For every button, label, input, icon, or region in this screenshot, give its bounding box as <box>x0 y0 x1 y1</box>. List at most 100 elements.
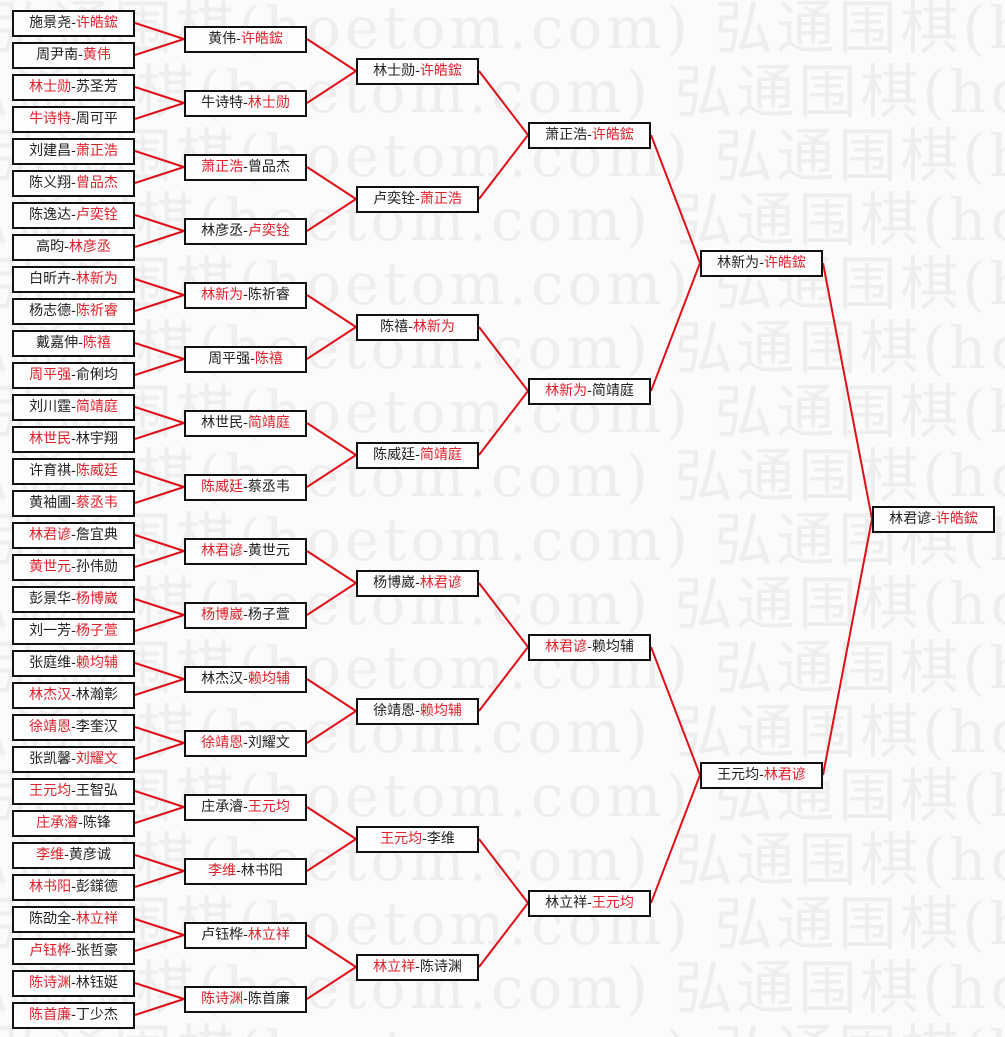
connector-line <box>134 150 185 168</box>
round-3-match[interactable]: 陈威廷-简靖庭 <box>356 442 479 469</box>
round-2-match[interactable]: 卢钰桦-林立祥 <box>184 922 307 949</box>
winner-name: 简靖庭 <box>75 399 118 415</box>
round-3-match[interactable]: 王元均-李维 <box>356 826 479 853</box>
round-2-match[interactable]: 林君谚-黄世元 <box>184 538 307 565</box>
round-1-match[interactable]: 庄承濬-陈锋 <box>12 810 135 837</box>
round-1-match[interactable]: 牛诗特-周可平 <box>12 106 135 133</box>
winner-name: 黄世元 <box>29 559 72 575</box>
final-match[interactable]: 林君谚-许皓鋐 <box>872 506 995 533</box>
round-1-match[interactable]: 陈逸达-卢奕铨 <box>12 202 135 229</box>
separator: - <box>71 751 76 767</box>
round-2-match[interactable]: 萧正浩-曾品杰 <box>184 154 307 181</box>
round-1-match[interactable]: 黄袖圃-蔡丞韦 <box>12 490 135 517</box>
winner-name: 林士勋 <box>247 95 290 111</box>
round-1-match[interactable]: 陈义翔-曾品杰 <box>12 170 135 197</box>
round-1-match[interactable]: 陈劭全-林立祥 <box>12 906 135 933</box>
round-2-match[interactable]: 黄伟-许皓鋐 <box>184 26 307 53</box>
separator: - <box>415 703 420 719</box>
round-4-match[interactable]: 林新为-简靖庭 <box>528 378 651 405</box>
round-1-match[interactable]: 刘川霆-简靖庭 <box>12 394 135 421</box>
round-1-match[interactable]: 张庭维-赖均辅 <box>12 650 135 677</box>
round-1-match[interactable]: 黄世元-孙伟勋 <box>12 554 135 581</box>
round-1-match[interactable]: 林世民-林宇翔 <box>12 426 135 453</box>
round-2-match[interactable]: 林杰汉-赖均辅 <box>184 666 307 693</box>
winner-name: 陈诗渊 <box>201 991 244 1007</box>
separator: - <box>931 511 936 527</box>
winner-name: 陈祈睿 <box>75 303 118 319</box>
separator: - <box>71 879 76 895</box>
round-3-match[interactable]: 陈禧-林新为 <box>356 314 479 341</box>
player-name: 林宇翔 <box>75 431 118 447</box>
winner-name: 简靖庭 <box>247 415 290 431</box>
player-name: 李奎汉 <box>75 719 118 735</box>
round-2-match[interactable]: 林彦丞-卢奕铨 <box>184 218 307 245</box>
round-1-match[interactable]: 张凯馨-刘耀文 <box>12 746 135 773</box>
connector-line <box>650 134 701 264</box>
round-1-match[interactable]: 林杰汉-林瀚彰 <box>12 682 135 709</box>
player-name: 简靖庭 <box>591 383 634 399</box>
separator: - <box>71 143 76 159</box>
round-1-match[interactable]: 卢钰桦-张哲豪 <box>12 938 135 965</box>
round-1-match[interactable]: 杨志德-陈祈睿 <box>12 298 135 325</box>
separator: - <box>71 623 76 639</box>
round-3-match[interactable]: 林立祥-陈诗渊 <box>356 954 479 981</box>
semifinal-match[interactable]: 林新为-许皓鋐 <box>700 250 823 277</box>
connector-line <box>134 726 185 744</box>
round-1-match[interactable]: 李维-黄彦诚 <box>12 842 135 869</box>
separator: - <box>250 351 255 367</box>
round-1-match[interactable]: 林书阳-彭鏼德 <box>12 874 135 901</box>
separator: - <box>243 799 248 815</box>
round-2-match[interactable]: 周平强-陈禧 <box>184 346 307 373</box>
round-1-match[interactable]: 周尹南-黄伟 <box>12 42 135 69</box>
player-name: 林书阳 <box>240 863 283 879</box>
separator: - <box>71 79 76 95</box>
winner-name: 王元均 <box>247 799 290 815</box>
round-1-match[interactable]: 徐靖恩-李奎汉 <box>12 714 135 741</box>
round-1-match[interactable]: 刘一芳-杨子萱 <box>12 618 135 645</box>
round-2-match[interactable]: 陈诗渊-陈首廉 <box>184 986 307 1013</box>
winner-name: 萧正浩 <box>419 191 462 207</box>
player-name: 黄彦诚 <box>68 847 111 863</box>
connector-line <box>478 646 529 712</box>
round-1-match[interactable]: 林君谚-詹宜典 <box>12 522 135 549</box>
round-1-match[interactable]: 林士勋-苏圣芳 <box>12 74 135 101</box>
round-3-match[interactable]: 林士勋-许皓鋐 <box>356 58 479 85</box>
round-2-match[interactable]: 庄承濬-王元均 <box>184 794 307 821</box>
winner-name: 林杰汉 <box>29 687 72 703</box>
round-1-match[interactable]: 陈诗渊-林钰娗 <box>12 970 135 997</box>
round-3-match[interactable]: 徐靖恩-赖均辅 <box>356 698 479 725</box>
round-1-match[interactable]: 刘建昌-萧正浩 <box>12 138 135 165</box>
player-name: 卢奕铨 <box>373 191 416 207</box>
round-1-match[interactable]: 许育祺-陈威廷 <box>12 458 135 485</box>
player-name: 林君谚 <box>889 511 932 527</box>
round-1-match[interactable]: 彭景华-杨博崴 <box>12 586 135 613</box>
round-1-match[interactable]: 高昀-林彦丞 <box>12 234 135 261</box>
round-2-match[interactable]: 徐靖恩-刘耀文 <box>184 730 307 757</box>
round-1-match[interactable]: 白昕卉-林新为 <box>12 266 135 293</box>
round-2-match[interactable]: 林新为-陈祈睿 <box>184 282 307 309</box>
connector-line <box>134 934 185 952</box>
round-2-match[interactable]: 陈威廷-蔡丞韦 <box>184 474 307 501</box>
player-name: 彭景华 <box>29 591 72 607</box>
connector-line <box>478 902 529 968</box>
winner-name: 庄承濬 <box>36 815 79 831</box>
round-3-match[interactable]: 杨博崴-林君谚 <box>356 570 479 597</box>
round-2-match[interactable]: 林世民-简靖庭 <box>184 410 307 437</box>
round-2-match[interactable]: 杨博崴-杨子萱 <box>184 602 307 629</box>
separator: - <box>64 847 69 863</box>
round-2-match[interactable]: 牛诗特-林士勋 <box>184 90 307 117</box>
round-1-match[interactable]: 施景尧-许皓鋐 <box>12 10 135 37</box>
winner-name: 许皓鋐 <box>75 15 118 31</box>
round-4-match[interactable]: 林立祥-王元均 <box>528 890 651 917</box>
semifinal-match[interactable]: 王元均-林君谚 <box>700 762 823 789</box>
round-1-match[interactable]: 戴嘉伸-陈禧 <box>12 330 135 357</box>
connector-line <box>134 854 185 872</box>
round-3-match[interactable]: 卢奕铨-萧正浩 <box>356 186 479 213</box>
round-2-match[interactable]: 李维-林书阳 <box>184 858 307 885</box>
round-4-match[interactable]: 林君谚-赖均辅 <box>528 634 651 661</box>
round-4-match[interactable]: 萧正浩-许皓鋐 <box>528 122 651 149</box>
separator: - <box>587 383 592 399</box>
round-1-match[interactable]: 陈首廉-丁少杰 <box>12 1002 135 1029</box>
round-1-match[interactable]: 王元均-王智弘 <box>12 778 135 805</box>
round-1-match[interactable]: 周平强-俞俐均 <box>12 362 135 389</box>
